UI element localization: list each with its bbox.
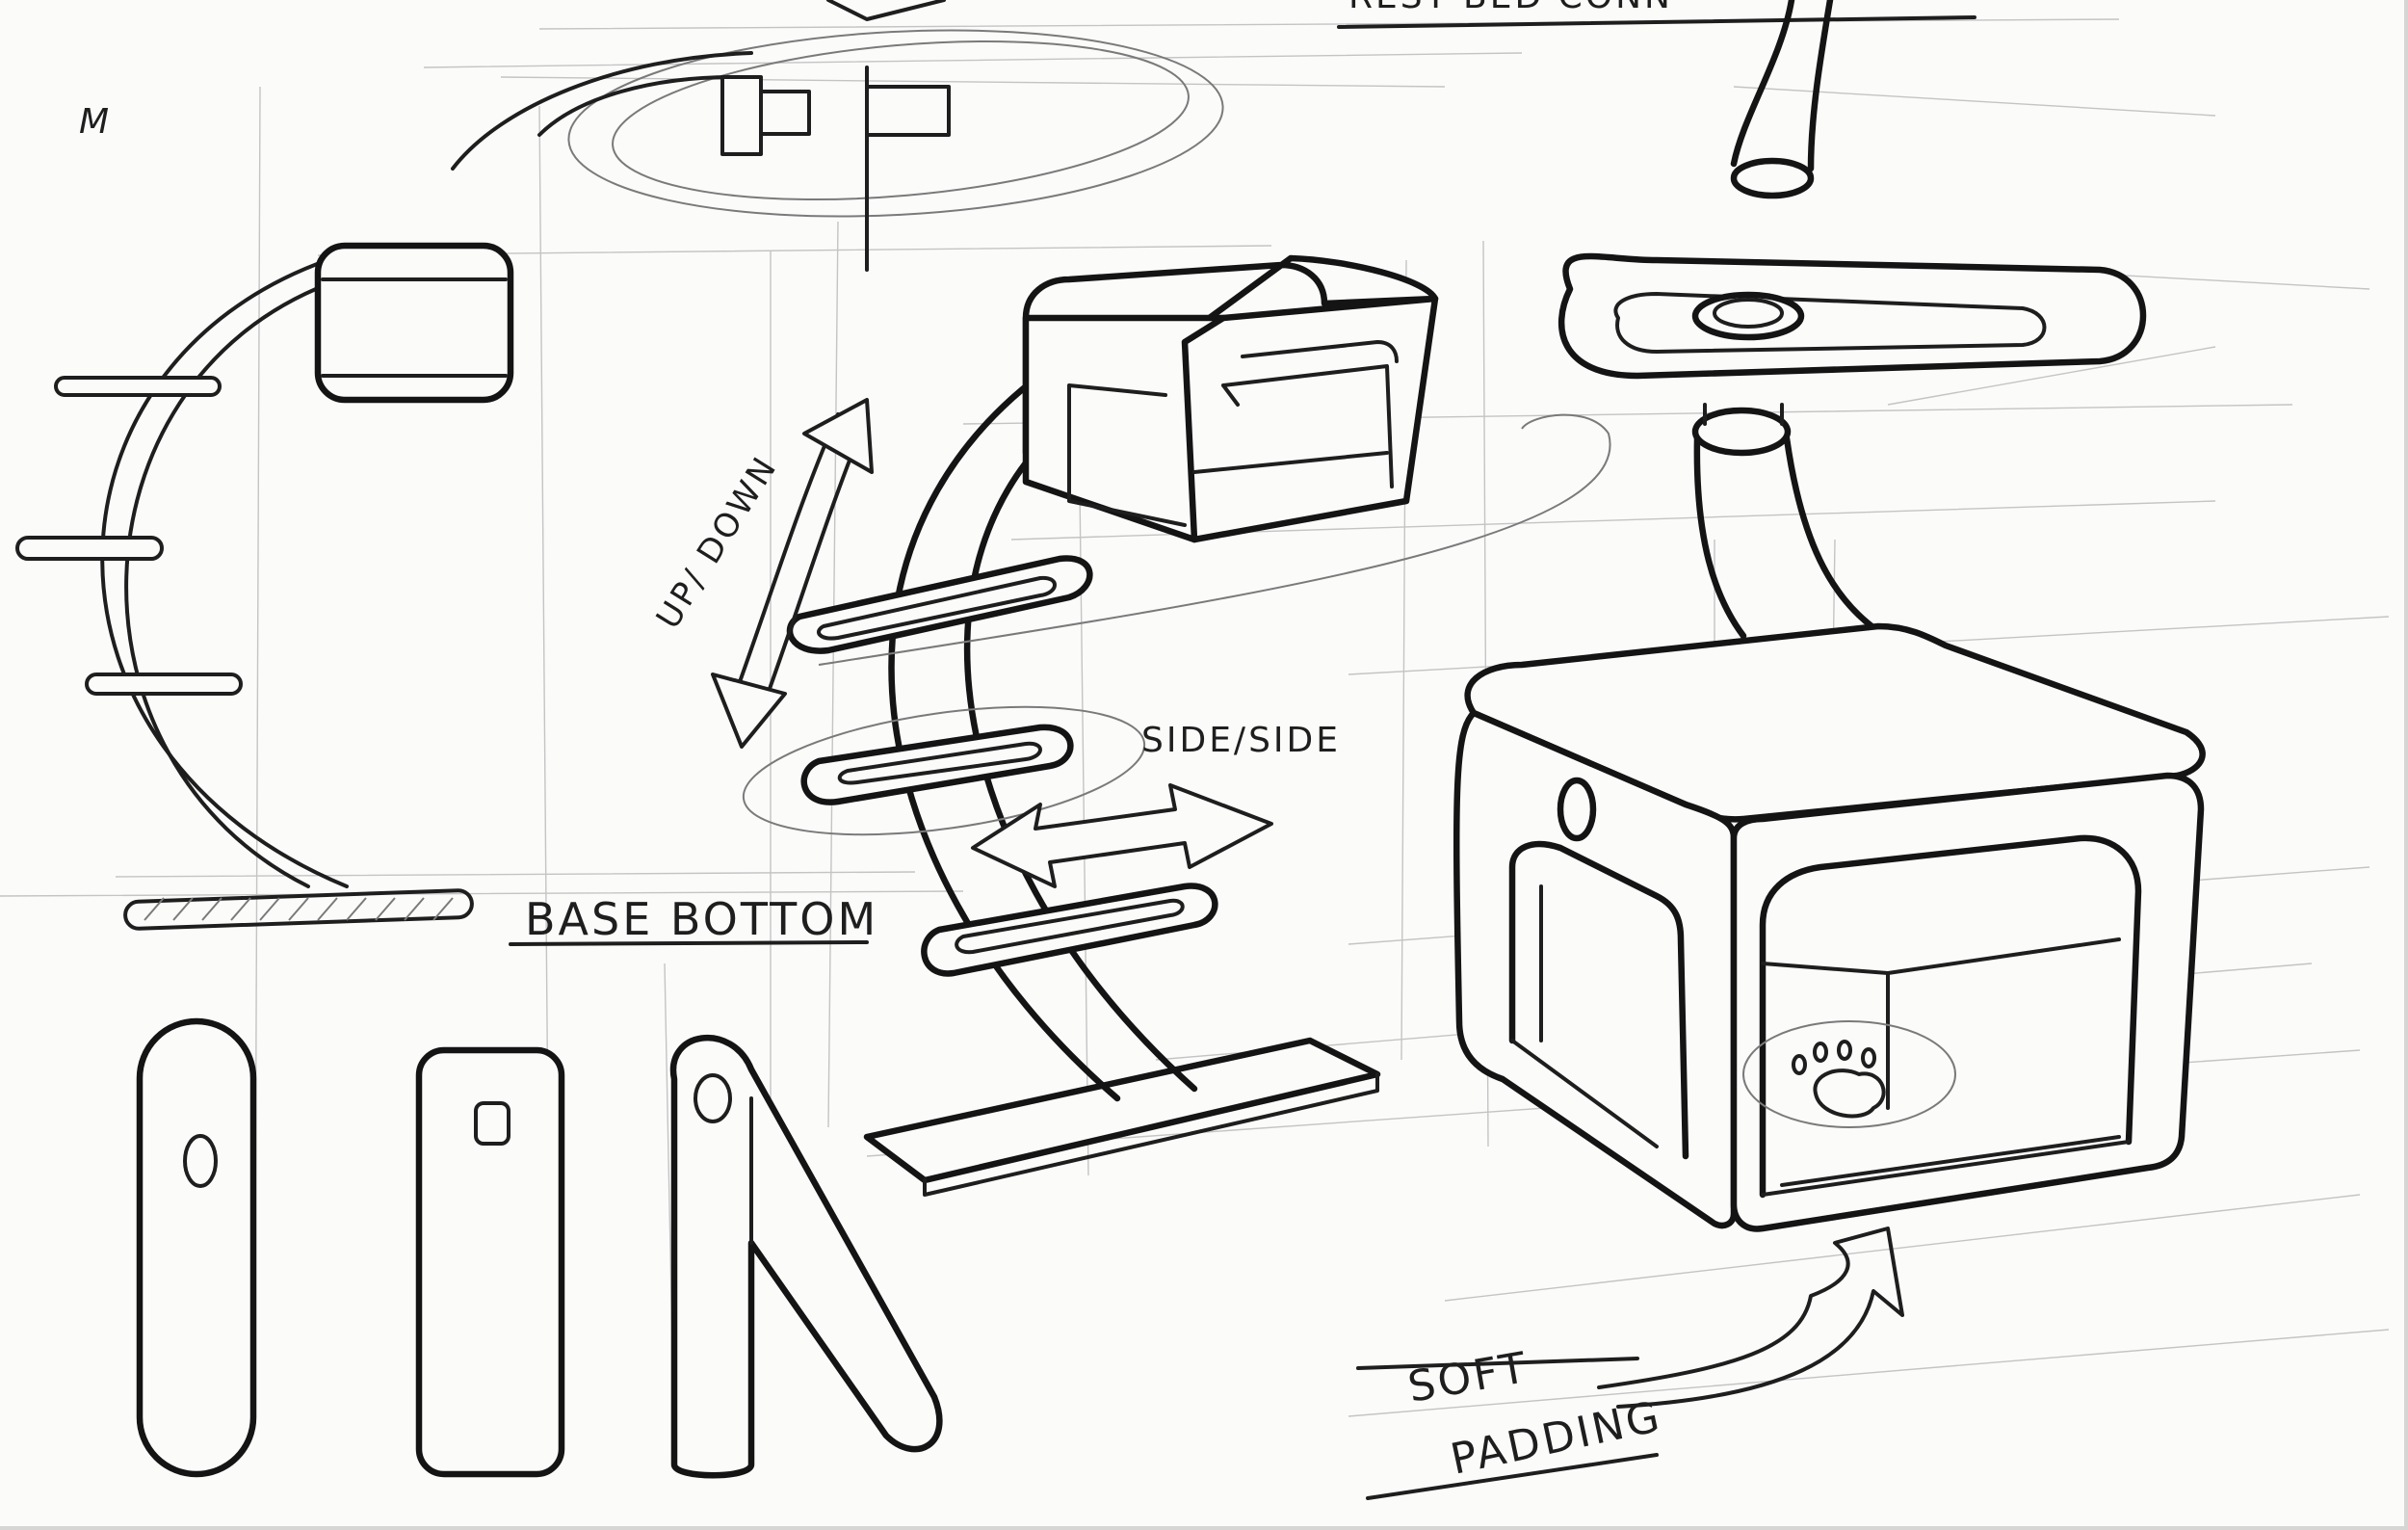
leg-pieces [136, 1017, 943, 1479]
base-bottom-label: BASE BOTTOM [525, 893, 878, 945]
side-view-stand [15, 242, 514, 931]
step-middle [800, 724, 1074, 805]
soft-padding-callout: SOFT PADDING [1356, 1227, 1904, 1500]
top-label-group: REST BED CONN [1337, 0, 1976, 29]
step-bottom [921, 883, 1218, 977]
connector-tray [1557, 0, 2147, 640]
large-bed-box [1453, 622, 2206, 1232]
corner-mark: M [79, 102, 112, 142]
base-bottom-label-group: BASE BOTTOM [509, 893, 878, 946]
side-side-label: SIDE/SIDE [1141, 721, 1341, 760]
up-down-arrow: UP/ DOWN [649, 398, 874, 749]
top-label: REST BED CONN [1348, 0, 1673, 16]
top-connector-sketch [451, 0, 1224, 272]
soft-label: SOFT [1404, 1343, 1532, 1412]
side-side-arrow: SIDE/SIDE [971, 721, 1341, 888]
small-bed-box [1022, 254, 1439, 543]
